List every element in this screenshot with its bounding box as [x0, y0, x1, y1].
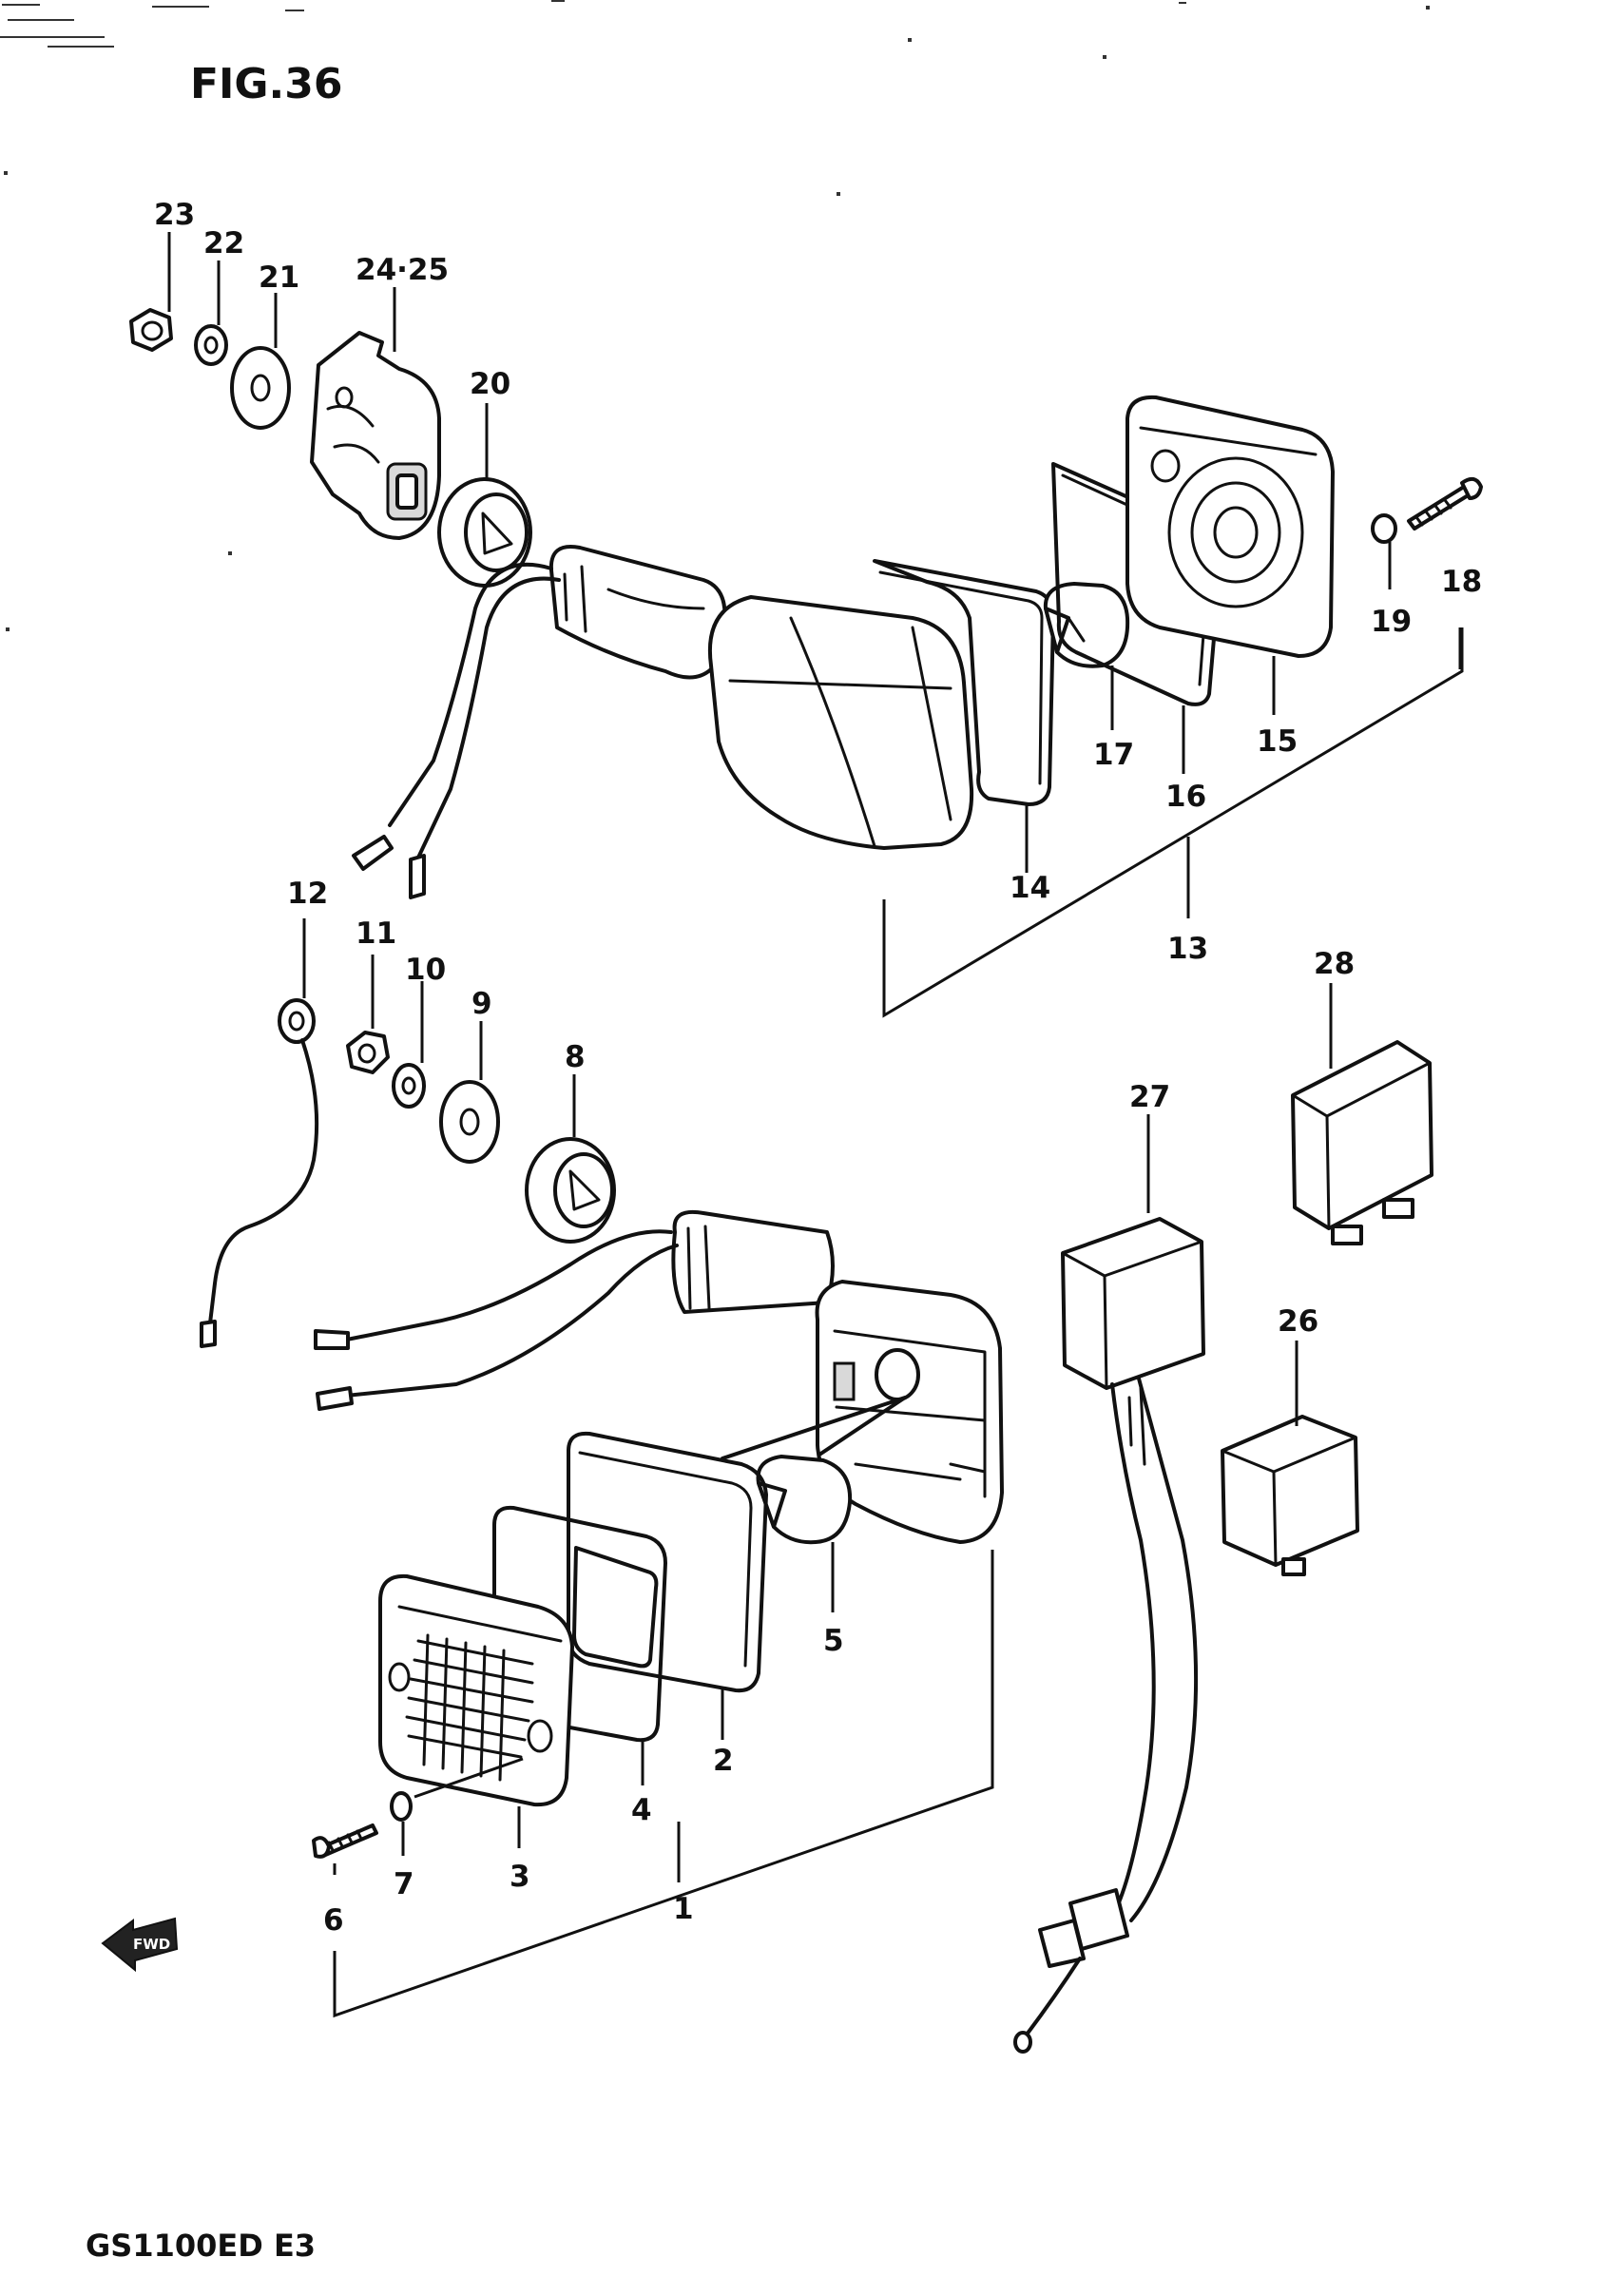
callout-27: 27	[1129, 1080, 1170, 1114]
bulb-5	[721, 1396, 907, 1612]
callout-13: 13	[1167, 932, 1208, 966]
nut-11	[346, 955, 390, 1074]
fwd-label: FWD	[133, 1936, 170, 1953]
callout-28: 28	[1314, 947, 1355, 981]
callout-11: 11	[356, 916, 396, 951]
relay-28	[1291, 983, 1433, 1245]
callout-10: 10	[405, 953, 446, 987]
callout-14: 14	[1010, 871, 1050, 905]
callout-3: 3	[510, 1860, 530, 1894]
grommet-8	[525, 1074, 616, 1244]
figure-title: FIG.36	[190, 60, 343, 108]
callout-2: 2	[713, 1744, 734, 1778]
callout-24-25: 24·25	[356, 253, 449, 287]
callout-1: 1	[673, 1892, 694, 1926]
lock-washer-22	[194, 260, 228, 366]
washer-7	[390, 1757, 524, 1856]
callout-5: 5	[823, 1624, 844, 1658]
lens-15	[1125, 395, 1335, 715]
model-code: GS1100ED E3	[86, 2228, 316, 2264]
bracket-line-1	[333, 1550, 994, 2018]
lens-pattern	[388, 1605, 563, 1782]
callout-19: 19	[1371, 605, 1412, 639]
washer-19	[1371, 513, 1397, 589]
callout-4: 4	[631, 1793, 652, 1827]
callout-20: 20	[470, 367, 510, 401]
washer-21	[230, 293, 291, 430]
callout-6: 6	[323, 1903, 344, 1938]
grommet-20	[437, 403, 532, 588]
lock-washer-10	[392, 981, 426, 1109]
ground-wire-12	[200, 918, 319, 1348]
harness-27	[1013, 1377, 1199, 2054]
scan-noise	[0, 0, 1430, 631]
callout-22: 22	[203, 226, 244, 260]
bracket-24-25	[310, 287, 441, 540]
lower-wires	[314, 1229, 679, 1411]
nut-23	[129, 232, 173, 352]
callout-17: 17	[1093, 738, 1134, 772]
relays-and-harness	[1013, 983, 1433, 2054]
upper-turn-signal-assembly	[129, 232, 1483, 1018]
upper-wires	[352, 562, 561, 899]
fwd-arrow-icon: FWD	[101, 1917, 179, 1973]
bracket-line-13	[882, 627, 1464, 1018]
callout-12: 12	[287, 877, 328, 911]
screw-6	[312, 1823, 378, 1875]
callout-26: 26	[1278, 1304, 1318, 1339]
callout-18: 18	[1441, 565, 1482, 599]
unit-27	[1061, 1114, 1205, 1390]
gasket-2	[567, 1431, 768, 1740]
callout-9: 9	[471, 987, 492, 1021]
callout-7: 7	[394, 1867, 414, 1901]
callout-21: 21	[259, 260, 299, 295]
callout-15: 15	[1257, 724, 1298, 759]
lower-turn-signal-assembly	[200, 918, 1004, 2018]
callout-labels: 23 22 21 24·25 20 18 19 15 17 16 14 13 1…	[154, 198, 1482, 1938]
upper-housing	[548, 545, 974, 850]
callout-23: 23	[154, 198, 195, 232]
callout-8: 8	[565, 1040, 586, 1074]
relay-26	[1221, 1341, 1359, 1576]
screw-18	[1407, 476, 1483, 669]
lens-3	[378, 1573, 574, 1848]
callout-16: 16	[1165, 780, 1206, 814]
washer-9	[439, 1021, 500, 1164]
